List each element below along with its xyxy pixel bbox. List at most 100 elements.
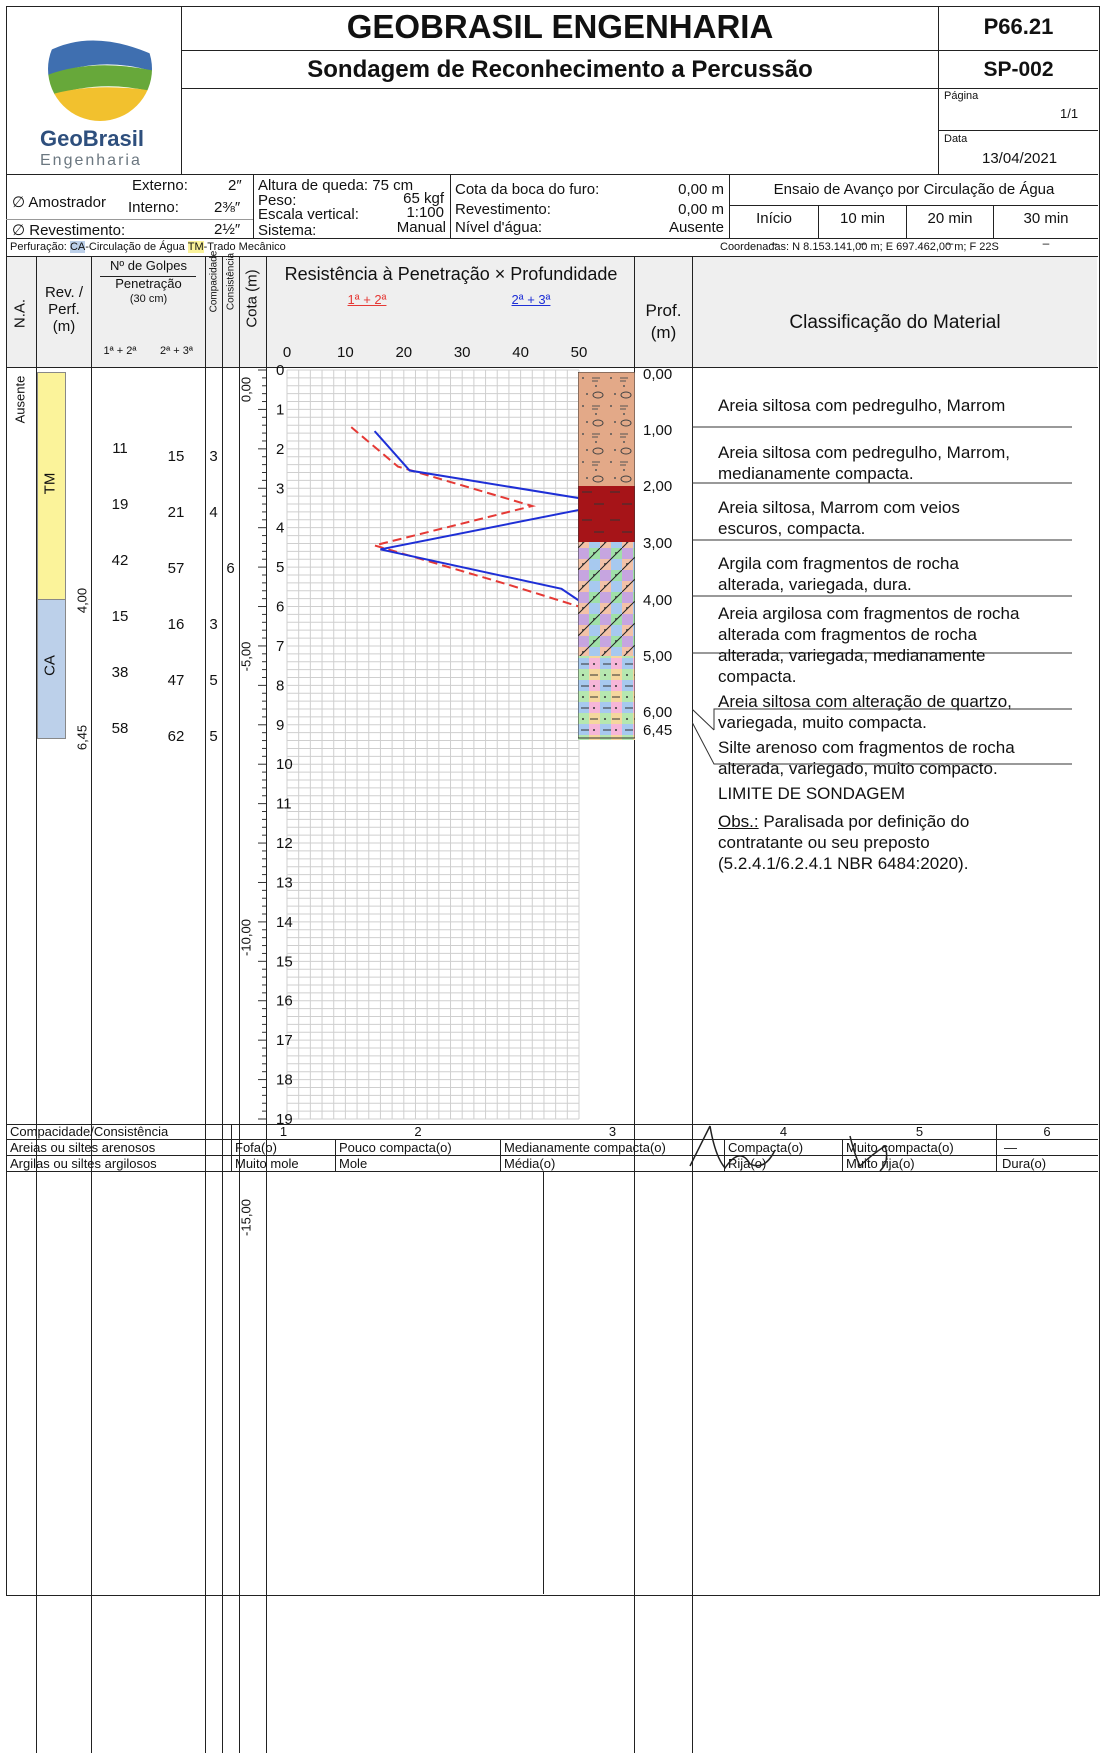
layer-desc-4: Argila com fragmentos de rocha alterada,… bbox=[718, 554, 959, 594]
y-tick-label: 9 bbox=[276, 717, 284, 734]
ensaio-col-inicio: Início bbox=[756, 210, 792, 227]
na-header: N.A. bbox=[11, 298, 29, 329]
comp-row4: 3 bbox=[209, 616, 218, 633]
golpes-header: Nº de Golpes bbox=[109, 258, 187, 273]
g23-row4: 16 bbox=[167, 616, 185, 633]
revestimento-value: 2½″ bbox=[214, 221, 241, 238]
layer-connectors bbox=[692, 426, 1072, 765]
rev-header-line3: (m) bbox=[52, 318, 76, 335]
areias-6: — bbox=[1004, 1140, 1017, 1155]
y-tick-label: 6 bbox=[276, 599, 284, 616]
rev-depth-645: 6,45 bbox=[74, 724, 90, 751]
layer-desc-7: Silte arenoso com fragmentos de rocha al… bbox=[718, 738, 1015, 778]
g23-row6: 62 bbox=[167, 728, 185, 745]
g12-header: 1ª + 2ª bbox=[103, 345, 137, 357]
prof-000: 0,00 bbox=[643, 366, 673, 383]
argilas-1: Muito mole bbox=[235, 1156, 299, 1171]
argilas-4: Rija(o) bbox=[728, 1156, 767, 1171]
amostrador-label: ∅ Amostrador bbox=[12, 194, 106, 211]
prof-400: 4,00 bbox=[643, 592, 673, 609]
page-label: Página bbox=[944, 90, 979, 102]
argilas-6: Dura(o) bbox=[1002, 1156, 1047, 1171]
y-tick-label: 18 bbox=[276, 1072, 293, 1089]
rev-header: Rev. / Perf. (m) bbox=[37, 284, 91, 335]
page-border bbox=[6, 6, 1100, 1596]
logo-word-engenharia: Engenharia bbox=[40, 152, 142, 169]
x-tick-label: 0 bbox=[283, 344, 291, 361]
externo-value: 2″ bbox=[228, 177, 242, 194]
series-line-red bbox=[350, 426, 580, 608]
perfuracao-label: Perfuração: bbox=[10, 241, 67, 253]
cota-boca-label: Cota da boca do furo: bbox=[455, 181, 600, 198]
interno-label: Interno: bbox=[128, 199, 179, 216]
externo-label: Externo: bbox=[132, 177, 188, 194]
areias-2: Pouco compacta(o) bbox=[339, 1140, 452, 1155]
g23-row5: 47 bbox=[167, 672, 185, 689]
ensaio-col-30: 30 min bbox=[1023, 210, 1069, 227]
prof-100: 1,00 bbox=[643, 422, 673, 439]
layer-desc-6: Areia siltosa com alteração de quartzo, … bbox=[718, 692, 1012, 732]
cota-boca-value: 0,00 m bbox=[678, 181, 724, 198]
footer-num-2: 2 bbox=[414, 1124, 422, 1139]
ensaio-title: Ensaio de Avanço por Circulação de Água bbox=[773, 181, 1055, 198]
g23-row2: 21 bbox=[167, 504, 185, 521]
footer-num-3: 3 bbox=[608, 1124, 617, 1139]
borehole-id: SP-002 bbox=[983, 58, 1054, 81]
logo-emblem-icon bbox=[48, 17, 152, 121]
logo-word-geobrasil: GeoBrasil bbox=[40, 126, 144, 151]
comp-row2: 4 bbox=[209, 504, 218, 521]
sistema-value: Manual bbox=[396, 219, 446, 236]
layer-3-fill bbox=[578, 542, 635, 656]
nivel-agua-label: Nível d'água: bbox=[455, 219, 543, 236]
y-tick-label: 17 bbox=[276, 1032, 293, 1049]
prof-300: 3,00 bbox=[643, 535, 673, 552]
prof-600: 6,00 bbox=[643, 704, 673, 721]
layer-4-fill bbox=[578, 656, 635, 740]
g12-row6: 58 bbox=[111, 720, 129, 737]
signature bbox=[689, 1125, 888, 1172]
ca-code: CA bbox=[69, 241, 86, 253]
areias-5: Muito compacta(o) bbox=[846, 1140, 954, 1155]
areias-4: Compacta(o) bbox=[728, 1140, 804, 1155]
footer-num-6: 6 bbox=[1043, 1124, 1051, 1139]
g12-row3: 42 bbox=[111, 552, 129, 569]
y-tick-label: 19 bbox=[276, 1111, 293, 1128]
y-tick-label: 14 bbox=[276, 914, 293, 931]
y-tick-label: 13 bbox=[276, 874, 293, 891]
g12-row1: 11 bbox=[112, 440, 128, 457]
chart-title: Resistência à Penetração × Profundidade bbox=[284, 264, 618, 284]
prof-200: 2,00 bbox=[643, 478, 673, 495]
y-tick-label: 7 bbox=[276, 638, 284, 655]
nivel-agua-value: Ausente bbox=[668, 219, 724, 236]
obs-label: Obs.: bbox=[718, 812, 759, 831]
penetracao-header: Penetração bbox=[115, 276, 182, 291]
footer-num-5: 5 bbox=[915, 1124, 924, 1139]
footer-row1-label: Compacidade/Consistência bbox=[10, 1124, 169, 1139]
company-logo: GeoBrasil Engenharia bbox=[20, 14, 180, 174]
comp-row1: 3 bbox=[209, 448, 218, 465]
cm-header: (30 cm) bbox=[129, 293, 168, 305]
perfuracao-legend: Perfuração: CA-Circulação de Água TM-Tra… bbox=[10, 241, 286, 253]
x-tick-label: 30 bbox=[454, 344, 471, 361]
g12-row5: 38 bbox=[111, 664, 129, 681]
argilas-3: Média(o) bbox=[504, 1156, 556, 1171]
ca-band-label: CA bbox=[41, 655, 59, 676]
cons-row3: 6 bbox=[226, 560, 235, 577]
y-tick-label: 1 bbox=[276, 401, 284, 418]
layer-2-fill bbox=[578, 486, 635, 542]
obs-text: Paralisada por definição do contratante … bbox=[718, 812, 970, 873]
g12-row4: 15 bbox=[111, 608, 129, 625]
escala-value: 1:100 bbox=[406, 204, 444, 221]
date-value: 13/04/2021 bbox=[982, 150, 1058, 167]
consistencia-header: Consistência bbox=[225, 252, 237, 311]
tm-code: TM bbox=[187, 241, 204, 253]
altura-queda: Altura de queda: 75 cm bbox=[258, 177, 414, 194]
legend-red: 1ª + 2ª bbox=[347, 292, 387, 307]
y-tick-label: 3 bbox=[276, 480, 284, 497]
y-tick-label: 15 bbox=[276, 953, 293, 970]
y-tick-label: 5 bbox=[276, 559, 284, 576]
date-label: Data bbox=[944, 133, 968, 145]
column-header-band bbox=[7, 257, 1097, 367]
lithology-column bbox=[578, 372, 635, 740]
